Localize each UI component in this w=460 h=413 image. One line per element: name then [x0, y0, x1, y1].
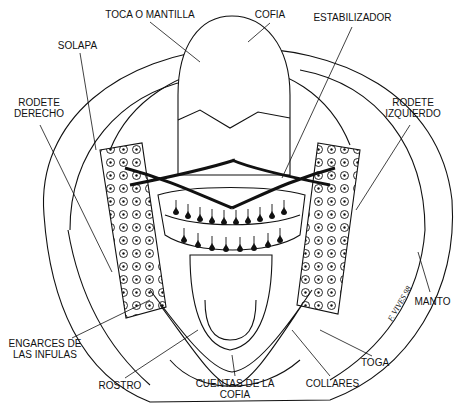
part-label: SOLAPA [50, 40, 105, 51]
stabilizer [125, 160, 335, 208]
part-label: RODETE IZQUIERDO [378, 97, 448, 119]
part-label: TOGA [355, 357, 395, 368]
part-label: ESTABILIZADOR [300, 12, 405, 23]
cofia-beads [173, 200, 287, 252]
part-label: COFIA [245, 9, 295, 20]
face-outline [190, 255, 272, 350]
fringe-band [158, 188, 305, 251]
part-label: MANTO [410, 296, 455, 307]
part-label: ENGARCES DE LAS INFULAS [4, 338, 86, 360]
part-label: CUENTAS DE LA COFIA [195, 378, 275, 400]
part-label: RODETE DERECHO [8, 97, 70, 119]
part-label: ROSTRO [95, 380, 145, 391]
part-label: COLLARES [300, 378, 365, 389]
cofia-outline [178, 16, 290, 175]
signature: F. VIVES 98 [385, 284, 414, 323]
necklace [150, 290, 312, 386]
part-label: TOCA O MANTILLA [95, 9, 205, 20]
leader-lines [40, 22, 430, 378]
face-inner [205, 300, 256, 340]
cofia-seam [178, 110, 290, 128]
